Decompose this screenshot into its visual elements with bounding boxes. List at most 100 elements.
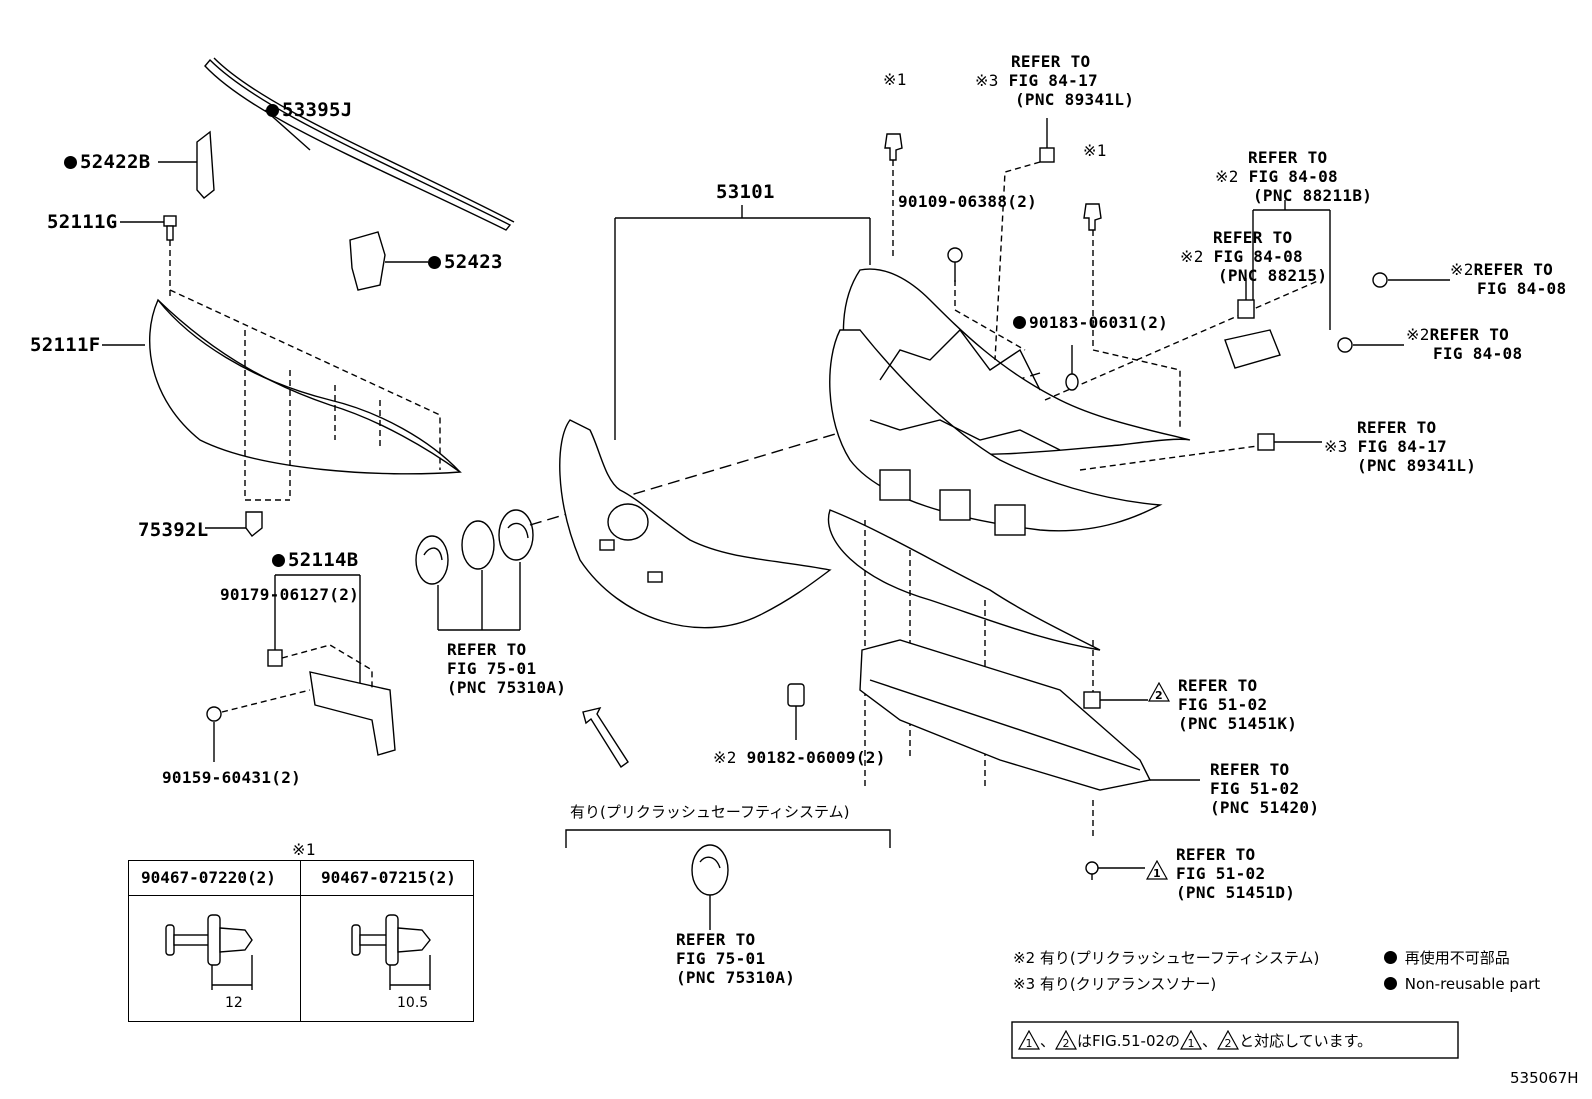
part-number: 53395J (282, 99, 353, 121)
triangle-1-icon: 1 (1018, 1030, 1040, 1050)
label-52111g: 52111G (47, 212, 117, 232)
label-52114b: 52114B (272, 550, 358, 570)
ref-line: FIG 51-02 (1176, 864, 1266, 883)
ref-mark: ※3 (1324, 437, 1348, 456)
legend-text: Non-reusable part (1404, 975, 1541, 993)
label-90179: 90179-06127(2) (220, 585, 360, 604)
clip-52111g (120, 215, 177, 300)
label-52423: 52423 (428, 252, 503, 272)
ref-line: FIG 84-17 (1008, 71, 1098, 90)
ref-text: REFER TO FIG 51-02 (PNC 51451K) (1178, 676, 1297, 733)
label-53101: 53101 (716, 181, 775, 203)
nonreusable-dot-icon (1013, 316, 1026, 329)
ref-line: REFER TO (1213, 228, 1293, 247)
triangle-number: 2 (1225, 1037, 1232, 1050)
clip-illustrations (165, 914, 431, 990)
part-number: 52423 (444, 251, 503, 273)
bracket-label: 有り(プリクラッシュセーフティシステム) (570, 803, 850, 821)
ref-line: REFER TO (1473, 260, 1554, 279)
ref-89341l-top: REFER TO ※3 FIG 84-17 (PNC 89341L) (975, 52, 1134, 109)
label-53395j: 53395J (266, 100, 352, 120)
mark-1-top: ※1 (883, 70, 907, 89)
ref-8408-b: ※2REFER TO FIG 84-08 (1406, 325, 1522, 363)
bumper-cover-53101 (559, 205, 871, 629)
nonreusable-dot-icon (1384, 977, 1397, 990)
table-column (129, 861, 301, 1021)
mark-1-right: ※1 (1083, 141, 1107, 160)
ref-line: FIG 84-08 (1433, 344, 1523, 363)
part-number: 52111G (47, 211, 118, 233)
clip-table: 90467-07220(2) 90467-07215(2) 12 10.5 (128, 860, 474, 1022)
ref-75310a-left: REFER TO FIG 75-01 (PNC 75310A) (447, 640, 566, 697)
molding-53395j (204, 57, 515, 231)
ref-mark: ※2 (713, 748, 737, 767)
ref-mark: ※2 (1215, 167, 1239, 186)
nonreusable-dot-icon (1384, 951, 1397, 964)
direction-arrow (582, 706, 629, 769)
legend-box (1011, 1021, 1459, 1059)
ref-line: REFER TO (676, 930, 756, 949)
ref-89341l-mid: REFER TO ※3 FIG 84-17 (PNC 89341L) (1324, 418, 1476, 475)
fasteners-right (787, 118, 1450, 880)
bracket-52423 (349, 231, 428, 291)
ref-line: FIG 84-08 (1477, 279, 1567, 298)
ref-line: REFER TO (1176, 845, 1256, 864)
part-number: 75392L (138, 519, 209, 541)
figure-code: 535067H (1510, 1069, 1579, 1087)
triangle-number: 2 (1063, 1037, 1070, 1050)
ref-line: FIG 51-02 (1178, 695, 1268, 714)
ref-51451k: 2 REFER TO FIG 51-02 (PNC 51451K) (1148, 676, 1297, 733)
part-number: 90182-06009(2) (746, 748, 886, 767)
triangle-2-icon: 2 (1055, 1030, 1078, 1050)
legend-box-mid: はFIG.51-02の (1077, 1032, 1181, 1050)
legend-text: 再使用不可部品 (1404, 949, 1510, 967)
ref-line: FIG 84-08 (1248, 167, 1338, 186)
table-header (129, 861, 473, 896)
ref-line: (PNC 89341L) (1357, 456, 1477, 475)
ref-line: (PNC 88211B) (1253, 186, 1373, 205)
bumper-frame (827, 268, 1191, 651)
emblem-bottom (691, 844, 729, 930)
table-col1-label: 90467-07220(2) (141, 868, 276, 887)
legend-sep: 、 (1202, 1032, 1218, 1050)
ref-line: REFER TO (1248, 148, 1328, 167)
nonreusable-dot-icon (272, 554, 285, 567)
bracket-52114b (206, 574, 396, 762)
nonreusable-dot-icon (64, 156, 77, 169)
ref-line: FIG 75-01 (447, 659, 537, 678)
ref-line: (PNC 88215) (1218, 266, 1328, 285)
ref-88215: REFER TO ※2 FIG 84-08 (PNC 88215) (1180, 228, 1327, 285)
ref-line: (PNC 51420) (1210, 798, 1320, 817)
part-number: 52111F (30, 334, 101, 356)
ref-line: (PNC 75310A) (676, 968, 796, 987)
part-number: 52114B (288, 549, 359, 571)
ref-mark: ※2 (1450, 260, 1474, 279)
ref-line: REFER TO (447, 640, 527, 659)
ref-line: REFER TO (1357, 418, 1437, 437)
ref-line: REFER TO (1011, 52, 1091, 71)
ref-line: (PNC 51451K) (1178, 714, 1298, 733)
dimension-1: 12 (225, 995, 243, 1011)
ref-text: REFER TO FIG 51-02 (PNC 51451D) (1176, 845, 1295, 902)
triangle-number: 2 (1155, 689, 1163, 702)
ref-line: (PNC 51451D) (1176, 883, 1296, 902)
ref-88211b: REFER TO ※2 FIG 84-08 (PNC 88211B) (1215, 148, 1372, 205)
ref-line: FIG 51-02 (1210, 779, 1300, 798)
ref-line: (PNC 89341L) (1015, 90, 1135, 109)
label-90183: 90183-06031(2) (1013, 313, 1168, 332)
ref-line: REFER TO (1210, 760, 1290, 779)
ref-line: REFER TO (1178, 676, 1258, 695)
under-cover (859, 639, 1200, 791)
nonreusable-dot-icon (266, 104, 279, 117)
clip-75392l (205, 511, 263, 537)
emblems-left (415, 372, 1041, 631)
label-52422b: 52422B (64, 152, 150, 172)
ref-51420: REFER TO FIG 51-02 (PNC 51420) (1210, 760, 1319, 817)
triangle-2-icon: 2 (1217, 1030, 1240, 1050)
triangle-number: 1 (1188, 1037, 1195, 1050)
triangle-1-icon: 1 (1180, 1030, 1203, 1050)
ref-line: FIG 84-17 (1357, 437, 1447, 456)
triangle-number: 1 (1026, 1037, 1033, 1050)
